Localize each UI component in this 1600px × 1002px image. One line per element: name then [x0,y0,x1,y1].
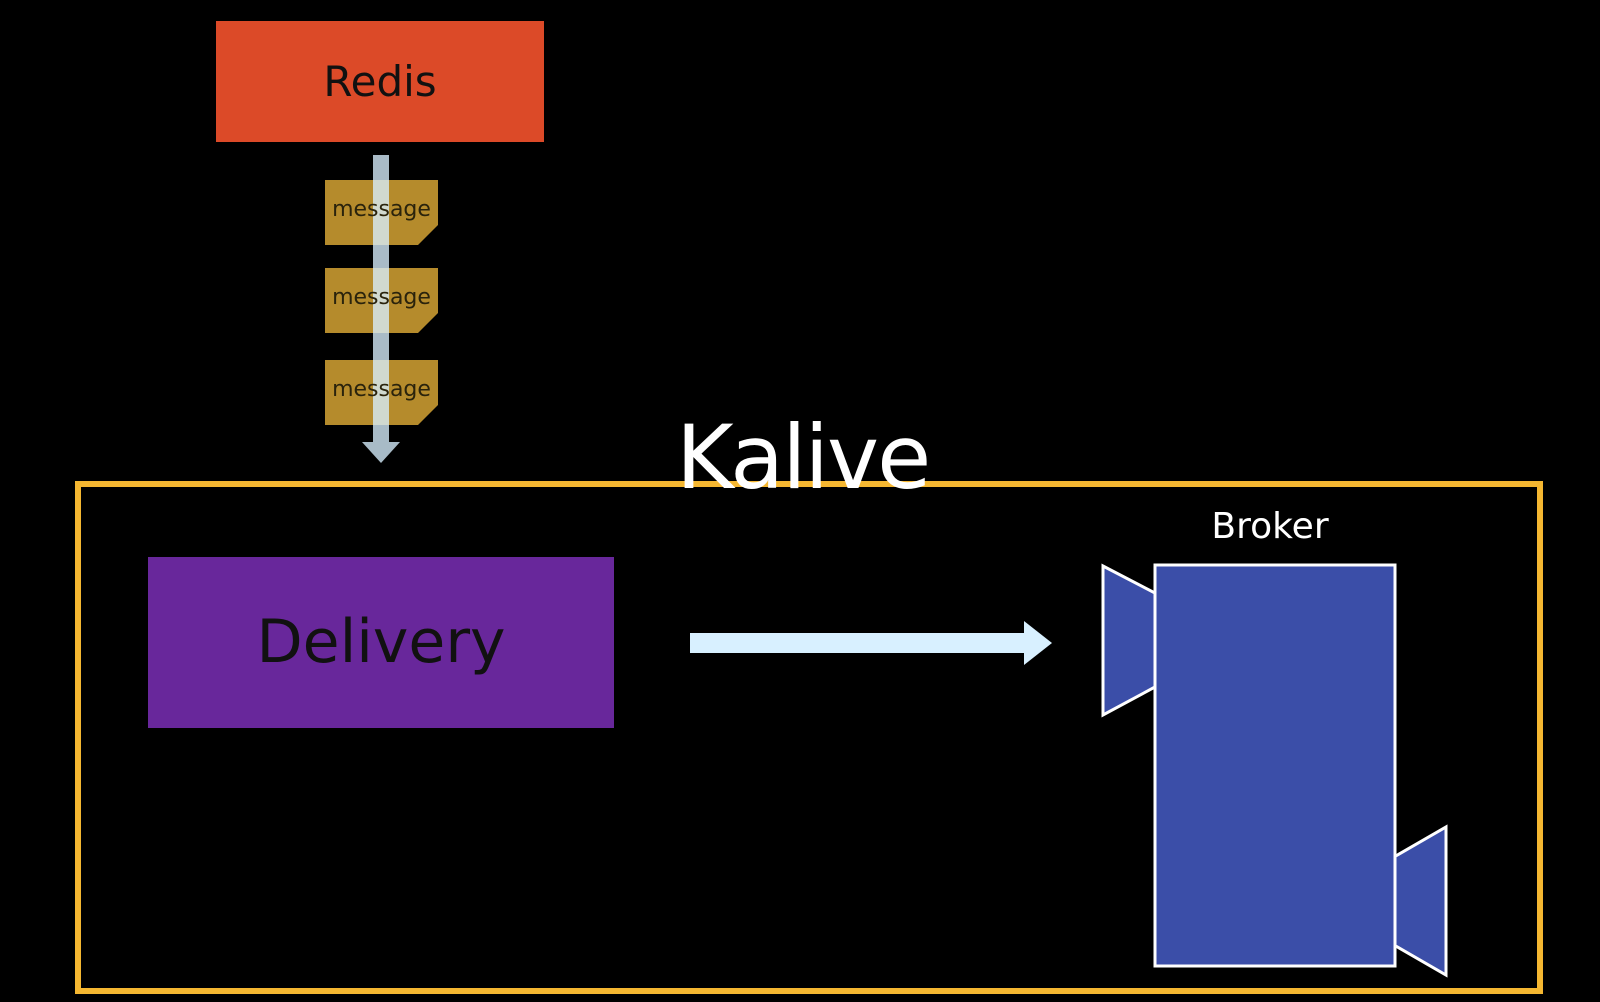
message-label: message [332,285,431,310]
broker-output-port [1392,824,1448,978]
delivery-to-broker-arrow [690,621,1052,665]
kalive-title: Kalive [676,406,931,509]
redis-to-kalive-arrow [362,155,400,463]
redis-box [216,21,544,142]
delivery-box [148,557,614,728]
delivery-label: Delivery [256,607,506,677]
message-label: message [332,377,431,402]
broker-input-port [1101,563,1157,718]
broker-label: Broker [1211,506,1329,547]
redis-label: Redis [323,57,437,106]
kalive-container [75,481,1543,994]
message-label: message [332,197,431,222]
broker-box [1153,563,1397,968]
